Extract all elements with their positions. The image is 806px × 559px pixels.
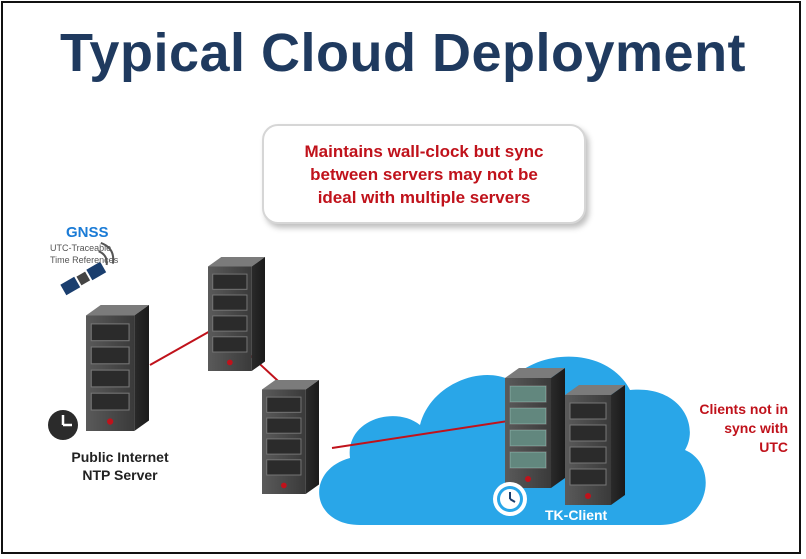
link-ntp-to-server-a — [149, 329, 213, 366]
ntp-server-rack — [85, 304, 150, 432]
callout-text: Maintains wall-clock but sync between se… — [304, 141, 544, 207]
stopwatch-icon — [493, 482, 527, 516]
gnss-subtitle: UTC-Traceable Time References — [50, 243, 119, 265]
satellite-icon — [60, 242, 115, 296]
clients-label: Clients not in sync with UTC — [699, 401, 788, 455]
ntp-server-label: Public Internet NTP Server — [71, 449, 169, 483]
tk-client-label: TK-Client — [545, 507, 608, 523]
client-rack-1 — [504, 367, 566, 489]
slide-title: Typical Cloud Deployment — [59, 23, 747, 83]
server-rack-b — [261, 379, 320, 495]
client-rack-2 — [564, 384, 626, 506]
sync-callout: Maintains wall-clock but sync between se… — [262, 124, 586, 224]
clock-icon — [48, 410, 78, 440]
server-rack-a — [207, 256, 266, 372]
link-server-b-to-client — [331, 419, 516, 449]
gnss-title: GNSS — [66, 224, 109, 241]
